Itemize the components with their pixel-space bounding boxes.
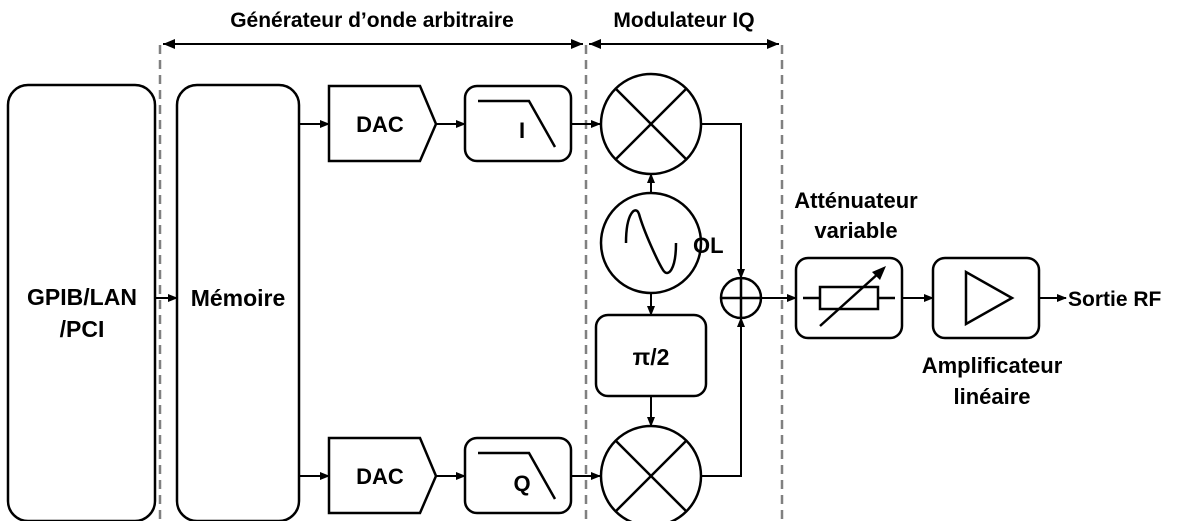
amplifier-label-line2: linéaire — [953, 384, 1030, 409]
filter-i-label: I — [519, 118, 525, 143]
amplifier-block — [931, 256, 1041, 340]
arrow-mixer-q-to-summer — [701, 317, 745, 477]
attenuator-label-line1: Atténuateur — [794, 188, 918, 213]
variable-resistor-icon — [803, 266, 895, 327]
dac-i-block — [327, 84, 438, 163]
interface-label-line1: GPIB/LAN — [27, 284, 137, 310]
section-title-awg: Générateur d’onde arbitraire — [230, 9, 514, 32]
amplifier-label-line1: Amplificateur — [922, 353, 1063, 378]
dac-q-label: DAC — [356, 464, 404, 489]
interface-label-line2: /PCI — [60, 316, 105, 342]
dac-i-label: DAC — [356, 112, 404, 137]
attenuator-label-line2: variable — [814, 218, 897, 243]
interface-block — [6, 83, 157, 521]
lowpass-icon — [478, 451, 557, 500]
section-title-iq-modulator: Modulateur IQ — [613, 9, 754, 32]
lowpass-icon — [478, 99, 557, 148]
local-oscillator-icon — [599, 191, 703, 295]
memory-label: Mémoire — [191, 285, 286, 311]
iq-span-arrow — [589, 39, 779, 49]
awg-span-arrow — [163, 39, 583, 49]
memory-block — [175, 83, 301, 521]
arrow-mixer-i-to-summer — [701, 123, 745, 279]
local-oscillator-label: OL — [693, 233, 724, 258]
filter-q-label: Q — [513, 471, 530, 496]
mixer-i-icon — [599, 72, 703, 176]
phase-shifter-label: π/2 — [633, 344, 670, 370]
summer-icon — [719, 276, 763, 320]
mixer-q-icon — [599, 424, 703, 521]
amplifier-triangle-icon — [964, 269, 1015, 327]
output-label: Sortie RF — [1068, 288, 1162, 311]
dac-q-block — [327, 436, 438, 515]
